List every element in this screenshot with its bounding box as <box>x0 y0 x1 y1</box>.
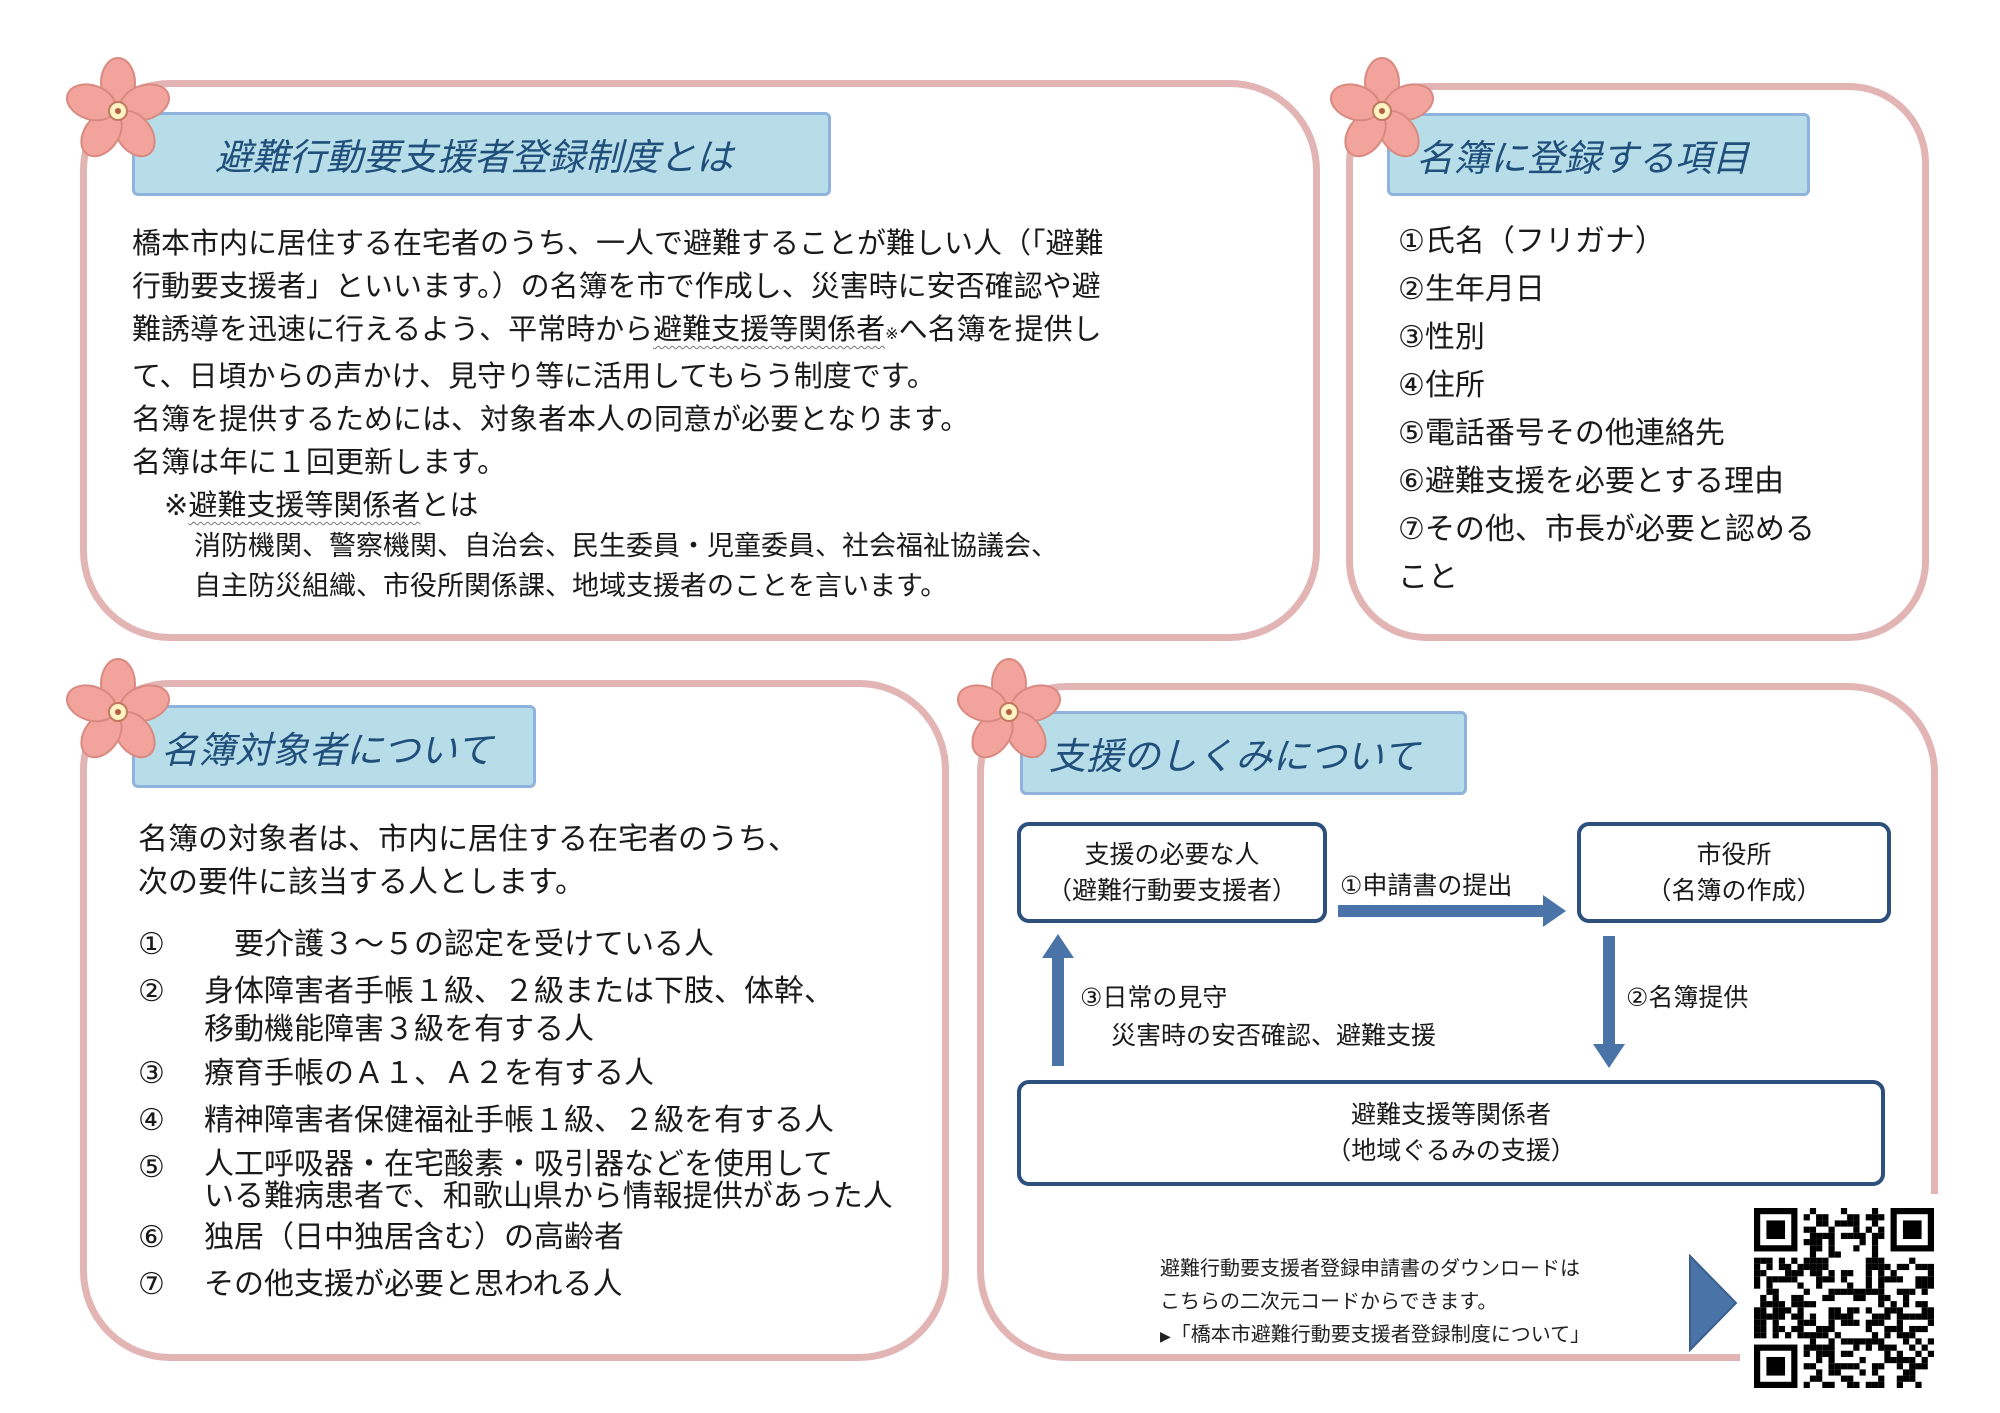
step3-detail: 災害時の安否確認、避難支援 <box>1111 1021 1437 1050</box>
text-line: 次の要件に該当する人とします。 <box>138 865 585 900</box>
text-line: て、日頃からの声かけ、見守り等に活用してもらう制度です。 <box>132 359 936 393</box>
flow-box-subtitle: （地域ぐるみの支援） <box>1326 1136 1576 1165</box>
link-line[interactable]: ▶「橋本市避難行動要支援者登録制度について」 <box>1160 1318 1590 1354</box>
pointer-triangle-icon <box>1689 1254 1738 1352</box>
note-mark: ※ <box>164 488 189 522</box>
step3-label: ③日常の見守 <box>1080 983 1228 1012</box>
section-title-registration-system: 避難行動要支援者登録制度とは <box>132 112 831 196</box>
flow-box-subtitle: （避難行動要支援者） <box>1046 875 1297 905</box>
item-text: 精神障害者保健福祉手帳１級、２級を有する人 <box>204 1103 834 1138</box>
term-supporters: 避難支援等関係者 <box>653 312 886 346</box>
list-item: ④住所 <box>1398 368 1485 403</box>
item-text: 移動機能障害３級を有する人 <box>204 1012 594 1047</box>
item-number: ② <box>138 974 165 1009</box>
item-number: ⑥ <box>138 1220 165 1255</box>
eligible-item: ② 身体障害者手帳１級、２級または下肢、体幹、移動機能障害３級を有する人 <box>138 973 893 1049</box>
arrow-down-icon <box>1593 936 1625 1068</box>
text-line: 名簿は年に１回更新します。 <box>132 445 507 479</box>
eligible-list: ① 要介護３～５の認定を受けている人 ② 身体障害者手帳１級、２級または下肢、体幹、… <box>138 926 893 1313</box>
section-title-eligible-persons: 名簿対象者について <box>132 705 536 788</box>
flower-icon <box>63 658 173 766</box>
note-mark: ※ <box>885 324 899 343</box>
flow-supporters: 避難支援等関係者 （地域ぐるみの支援） <box>1017 1080 1885 1186</box>
flower-icon <box>1327 57 1437 165</box>
flower-icon <box>63 57 173 165</box>
item-number: ④ <box>138 1103 165 1138</box>
item-text: 要介護３～５の認定を受けている人 <box>204 927 714 962</box>
item-number: ⑤ <box>138 1150 165 1185</box>
arrow-up-icon <box>1042 934 1074 1066</box>
triangle-bullet-icon: ▶ <box>1160 1329 1171 1345</box>
section-eligible-persons <box>80 680 949 1361</box>
flow-person-needing-support: 支援の必要な人 （避難行動要支援者） <box>1017 822 1327 923</box>
flow-box-title: 市役所 <box>1696 839 1772 869</box>
item-text: その他支援が必要と思われる人 <box>204 1267 623 1302</box>
eligible-item: ④ 精神障害者保健福祉手帳１級、２級を有する人 <box>138 1102 893 1140</box>
note-line: 消防機関、警察機関、自治会、民生委員・児童委員、社会福祉協議会、 <box>194 531 1058 562</box>
download-note: 避難行動要支援者登録申請書のダウンロードは こちらの二次元コードからできます。 … <box>1160 1252 1590 1354</box>
registration-system-link[interactable]: 「橋本市避難行動要支援者登録制度について」 <box>1170 1322 1591 1346</box>
item-text: 身体障害者手帳１級、２級または下肢、体幹、 <box>204 974 834 1009</box>
section-title-registered-items: 名簿に登録する項目 <box>1387 113 1810 196</box>
note-line: 自主防災組織、市役所関係課、地域支援者のことを言います。 <box>194 571 948 602</box>
eligible-item: ① 要介護３～５の認定を受けている人 <box>138 926 893 964</box>
item-text: 独居（日中独居含む）の高齢者 <box>204 1220 624 1255</box>
text-line: 名簿の対象者は、市内に居住する在宅者のうち、 <box>138 822 798 857</box>
note-heading: ※避難支援等関係者とは <box>132 484 1104 527</box>
item-number: ① <box>138 927 165 962</box>
term-supporters: 避難支援等関係者 <box>188 488 421 522</box>
text-line: こちらの二次元コードからできます。 <box>1160 1289 1498 1313</box>
item-number: ③ <box>138 1056 165 1091</box>
eligible-item: ⑤ 人工呼吸器・在宅酸素・吸引器などを使用している難病患者で、和歌山県から情報提供… <box>138 1149 893 1213</box>
flow-box-title: 支援の必要な人 <box>1084 839 1260 869</box>
flower-icon <box>954 658 1064 766</box>
item-text: 人工呼吸器・在宅酸素・吸引器などを使用して <box>204 1147 834 1182</box>
eligible-intro: 名簿の対象者は、市内に居住する在宅者のうち、 次の要件に該当する人とします。 <box>138 818 798 904</box>
eligible-item: ③ 療育手帳のＡ１、Ａ２を有する人 <box>138 1055 893 1093</box>
text-line: 橋本市内に居住する在宅者のうち、一人で避難することが難しい人（「避難 <box>132 226 1104 260</box>
text-line: 避難行動要支援者登録申請書のダウンロードは <box>1160 1256 1580 1280</box>
list-item: ②生年月日 <box>1398 272 1545 307</box>
registered-items-list: ①氏名（フリガナ） ②生年月日 ③性別 ④住所 ⑤電話番号その他連絡先 ⑥避難支… <box>1398 218 1815 602</box>
list-item: ⑥避難支援を必要とする理由 <box>1398 464 1784 499</box>
qr-code[interactable] <box>1754 1208 1934 1388</box>
list-item: ①氏名（フリガナ） <box>1398 224 1665 259</box>
section-title-support-mechanism: 支援のしくみについて <box>1020 711 1467 795</box>
list-item: こと <box>1398 560 1458 595</box>
list-item: ③性別 <box>1398 320 1485 355</box>
step2-label: ②名簿提供 <box>1626 983 1749 1012</box>
flow-box-subtitle: （名簿の作成） <box>1646 875 1822 905</box>
list-item: ⑤電話番号その他連絡先 <box>1398 416 1725 451</box>
step1-label: ①申請書の提出 <box>1340 871 1513 900</box>
item-text: いる難病患者で、和歌山県から情報提供があった人 <box>204 1179 893 1214</box>
flow-box-title: 避難支援等関係者 <box>1350 1100 1551 1129</box>
registration-description: 橋本市内に居住する在宅者のうち、一人で避難することが難しい人（「避難 行動要支援… <box>132 222 1104 607</box>
list-item: ⑦その他、市長が必要と認める <box>1398 512 1815 547</box>
text-segment: へ名簿を提供し <box>898 312 1102 346</box>
text-segment: 難誘導を迅速に行えるよう、平常時から <box>132 312 654 346</box>
item-number: ⑦ <box>138 1267 165 1302</box>
text-segment: とは <box>420 488 479 522</box>
arrow-right-icon <box>1338 895 1566 927</box>
item-text: 療育手帳のＡ１、Ａ２を有する人 <box>204 1056 654 1091</box>
eligible-item: ⑥ 独居（日中独居含む）の高齢者 <box>138 1219 893 1257</box>
text-line: 難誘導を迅速に行えるよう、平常時から避難支援等関係者※へ名簿を提供し <box>132 308 1104 355</box>
text-line: 行動要支援者」といいます。）の名簿を市で作成し、災害時に安否確認や避 <box>132 269 1101 303</box>
eligible-item: ⑦ その他支援が必要と思われる人 <box>138 1266 893 1304</box>
flow-city-hall: 市役所 （名簿の作成） <box>1577 822 1891 923</box>
text-line: 名簿を提供するためには、対象者本人の同意が必要となります。 <box>132 402 970 436</box>
